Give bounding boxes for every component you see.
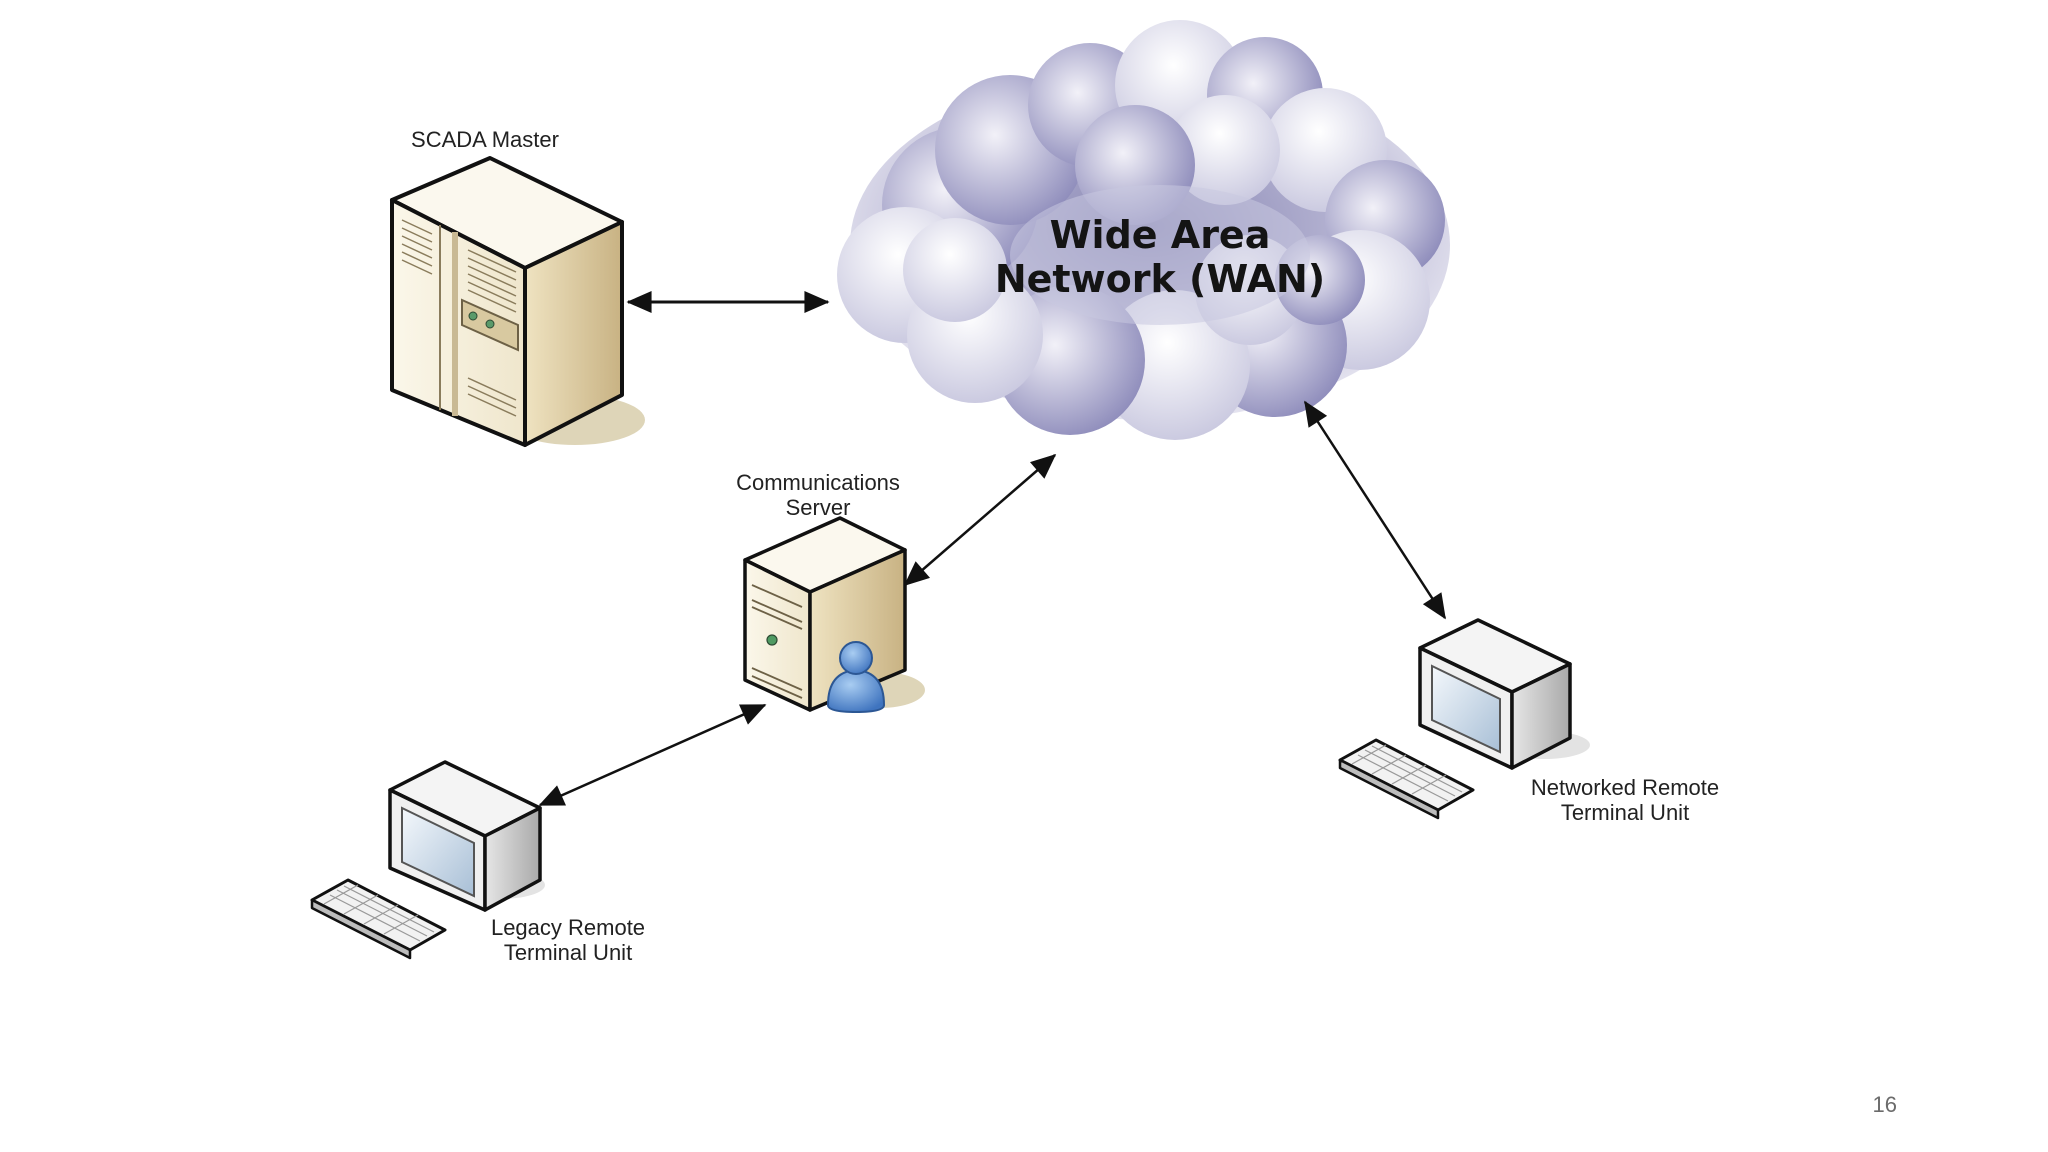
link-networked-rtu-wan — [1303, 400, 1447, 620]
scada-master-label: SCADA Master — [411, 127, 559, 152]
cloud-icon — [837, 20, 1450, 440]
networked-rtu-label-line2: Terminal Unit — [1561, 800, 1689, 825]
wan-title-line2: Network (WAN) — [995, 257, 1325, 301]
networked-rtu-node: Networked Remote Terminal Unit — [1338, 618, 1719, 825]
comms-server-label-line2: Server — [786, 495, 851, 520]
legacy-rtu-label-line2: Terminal Unit — [504, 940, 632, 965]
page-number: 16 — [1873, 1092, 1897, 1117]
legacy-rtu-label-line1: Legacy Remote — [491, 915, 645, 940]
connections — [538, 291, 1447, 807]
keyboard-icon — [1338, 738, 1475, 820]
scada-master-node: SCADA Master — [390, 127, 645, 447]
link-comms-server-wan — [903, 453, 1057, 587]
legacy-rtu-node: Legacy Remote Terminal Unit — [310, 760, 645, 965]
desktop-computer-icon — [310, 760, 545, 960]
tower-server-icon — [390, 156, 645, 447]
user-icon — [826, 641, 886, 714]
link-legacy-rtu-comms-server — [538, 703, 767, 807]
keyboard-icon — [310, 878, 447, 960]
comms-server-label-line1: Communications — [736, 470, 900, 495]
wan-title-line1: Wide Area — [1050, 213, 1271, 257]
desktop-computer-icon — [1338, 618, 1590, 820]
wan-cloud: Wide Area Network (WAN) — [837, 20, 1450, 440]
server-with-user-icon — [743, 516, 925, 714]
networked-rtu-label-line1: Networked Remote — [1531, 775, 1719, 800]
communications-server-node: Communications Server — [736, 470, 925, 714]
